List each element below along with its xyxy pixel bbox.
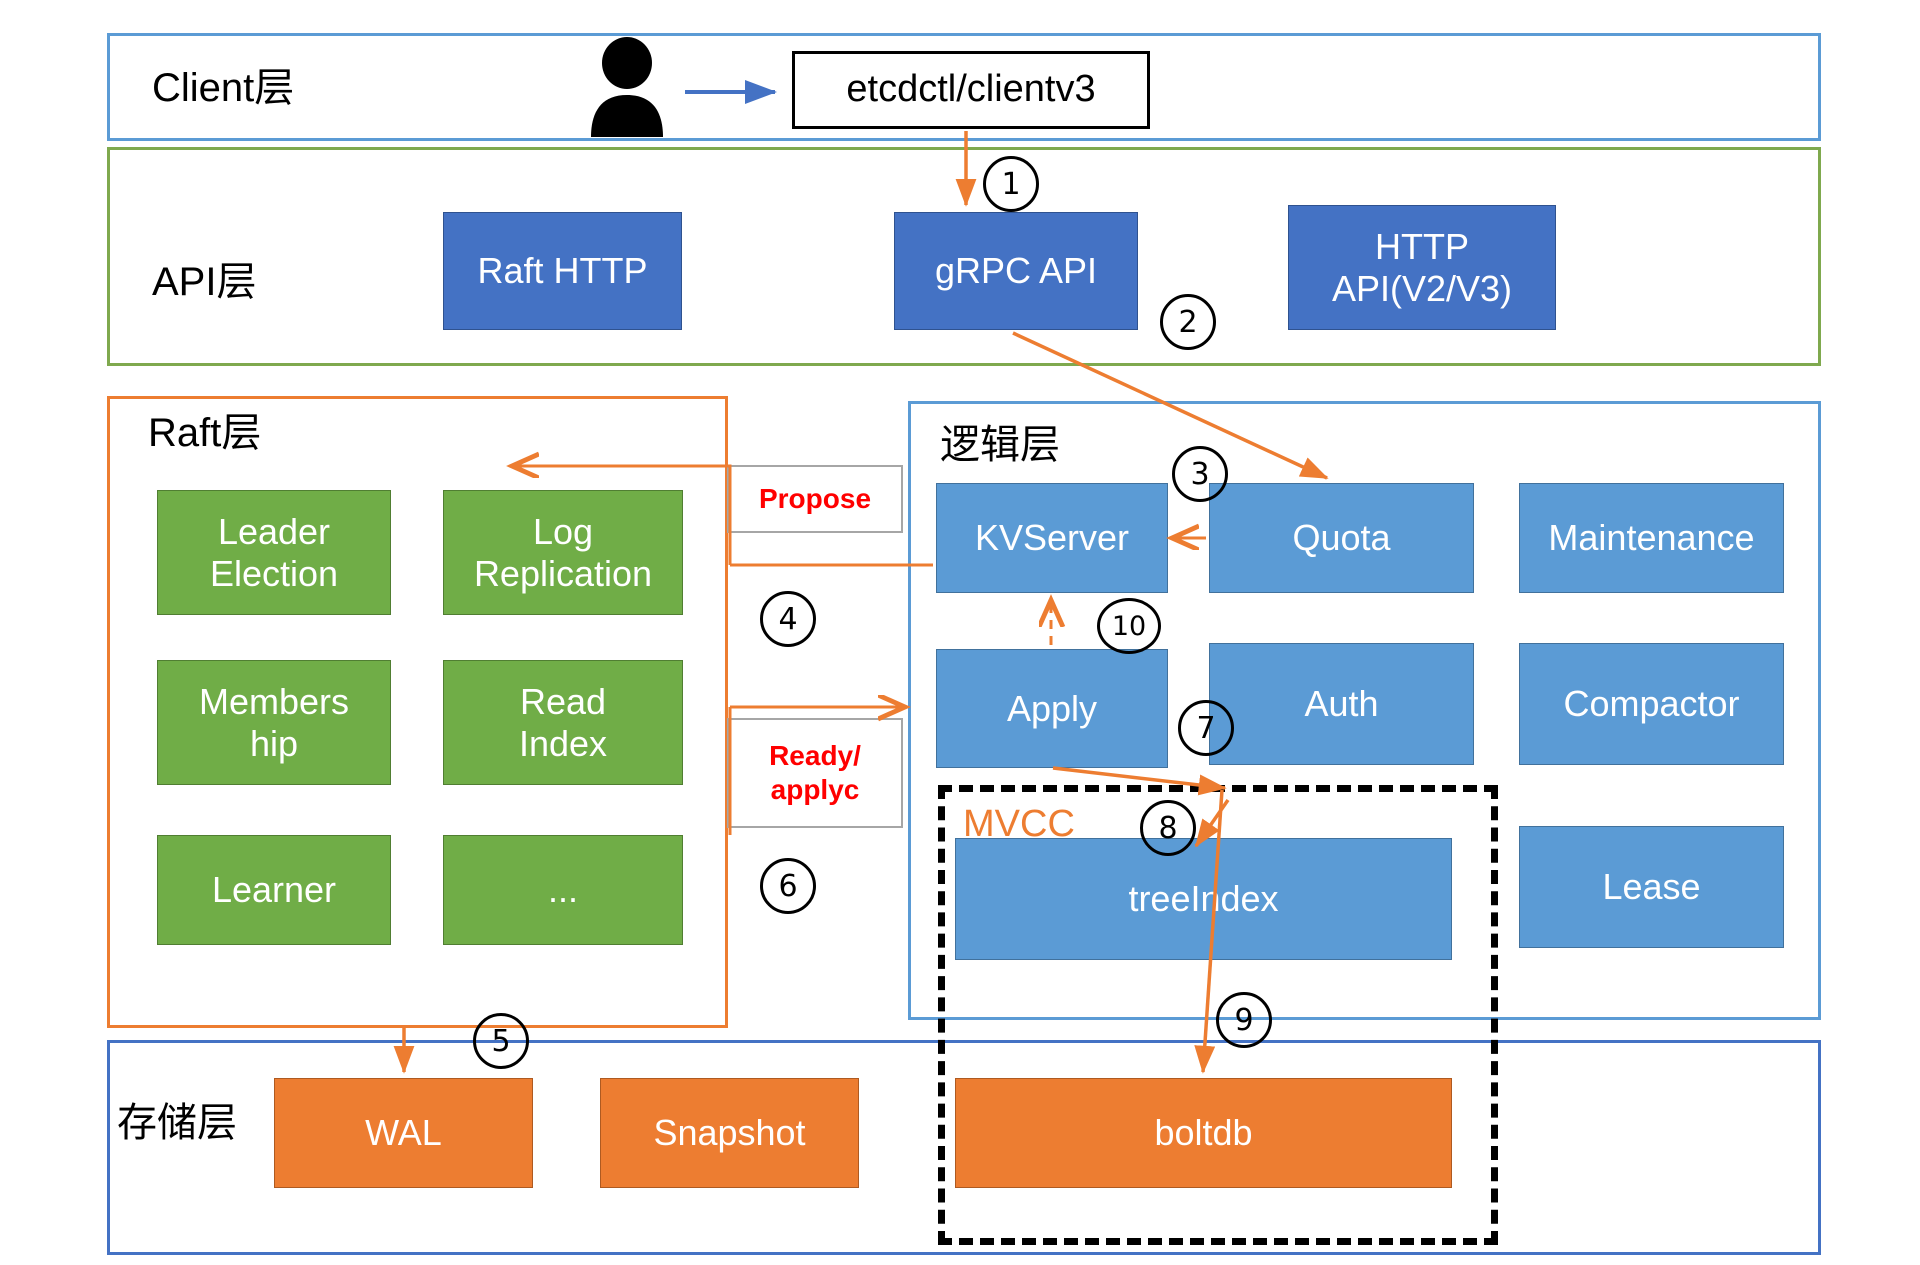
storage-node-snapshot-label: Snapshot (653, 1112, 806, 1154)
logic-node-compactor-label: Compactor (1563, 683, 1740, 725)
propose-callout-label: Propose (758, 483, 872, 515)
storage-node-snapshot[interactable]: Snapshot (600, 1078, 859, 1188)
raft-node-membership[interactable]: Members hip (157, 660, 391, 785)
step-marker-10: 10 (1097, 598, 1161, 654)
api-node-http-api[interactable]: HTTP API(V2/V3) (1288, 205, 1556, 330)
raft-node-membership-label: Members hip (198, 681, 350, 764)
client-layer-title: Client层 (152, 66, 295, 110)
etcdctl-clientv3-box[interactable]: etcdctl/clientv3 (792, 51, 1150, 129)
api-node-grpc-api-label: gRPC API (934, 250, 1098, 292)
api-node-grpc-api[interactable]: gRPC API (894, 212, 1138, 330)
logic-node-quota-label: Quota (1292, 517, 1391, 559)
step-marker-9: 9 (1216, 992, 1272, 1048)
step-marker-2: 2 (1160, 294, 1216, 350)
step-marker-10-label: 10 (1111, 610, 1147, 642)
logic-node-apply-label: Apply (1006, 687, 1098, 729)
ready-applyc-callout-label: Ready/ applyc (769, 740, 861, 805)
step-marker-3-label: 3 (1190, 456, 1210, 492)
logic-node-kvserver-label: KVServer (974, 517, 1130, 559)
raft-layer-frame (107, 396, 728, 1028)
raft-node-more[interactable]: ... (443, 835, 683, 945)
mvcc-node-treeindex[interactable]: treeIndex (955, 838, 1452, 960)
person-icon (577, 37, 677, 137)
raft-node-learner[interactable]: Learner (157, 835, 391, 945)
logic-node-auth[interactable]: Auth (1209, 643, 1474, 765)
api-node-raft-http-label: Raft HTTP (477, 250, 648, 292)
step-marker-8-label: 8 (1158, 810, 1178, 846)
step-marker-7: 7 (1178, 700, 1234, 756)
logic-node-compactor[interactable]: Compactor (1519, 643, 1784, 765)
logic-layer-title: 逻辑层 (940, 423, 1060, 467)
api-node-http-api-label: HTTP API(V2/V3) (1331, 226, 1513, 309)
logic-node-apply[interactable]: Apply (936, 649, 1168, 768)
raft-node-more-label: ... (547, 869, 578, 911)
step-marker-8: 8 (1140, 800, 1196, 856)
storage-node-boltdb-label: boltdb (1154, 1112, 1253, 1154)
logic-node-auth-label: Auth (1304, 683, 1379, 725)
api-layer-frame (107, 147, 1821, 366)
logic-node-lease-label: Lease (1602, 866, 1701, 908)
raft-node-read-index[interactable]: Read Index (443, 660, 683, 785)
mvcc-node-treeindex-label: treeIndex (1128, 878, 1279, 920)
ready-applyc-callout: Ready/ applyc (727, 718, 903, 828)
step-marker-5-label: 5 (491, 1023, 511, 1059)
raft-node-learner-label: Learner (211, 869, 337, 911)
logic-node-maintenance[interactable]: Maintenance (1519, 483, 1784, 593)
storage-node-boltdb[interactable]: boltdb (955, 1078, 1452, 1188)
raft-layer-title: Raft层 (148, 411, 262, 455)
step-marker-5: 5 (473, 1013, 529, 1069)
step-marker-4: 4 (760, 591, 816, 647)
step-marker-1-label: 1 (1001, 166, 1021, 202)
storage-layer-title: 存储层 (117, 1101, 237, 1145)
api-node-raft-http[interactable]: Raft HTTP (443, 212, 682, 330)
raft-node-read-index-label: Read Index (518, 681, 608, 764)
storage-node-wal[interactable]: WAL (274, 1078, 533, 1188)
logic-node-quota[interactable]: Quota (1209, 483, 1474, 593)
raft-node-leader-election[interactable]: Leader Election (157, 490, 391, 615)
raft-node-log-replication[interactable]: Log Replication (443, 490, 683, 615)
step-marker-6-label: 6 (778, 868, 798, 904)
step-marker-1: 1 (983, 156, 1039, 212)
logic-node-maintenance-label: Maintenance (1548, 517, 1755, 559)
propose-callout: Propose (727, 465, 903, 533)
storage-node-wal-label: WAL (365, 1112, 442, 1154)
step-marker-7-label: 7 (1196, 710, 1216, 746)
etcdctl-clientv3-label: etcdctl/clientv3 (846, 68, 1096, 111)
logic-node-kvserver[interactable]: KVServer (936, 483, 1168, 593)
step-marker-2-label: 2 (1178, 304, 1198, 340)
storage-layer-frame (107, 1040, 1821, 1255)
step-marker-4-label: 4 (778, 601, 798, 637)
step-marker-9-label: 9 (1234, 1002, 1254, 1038)
api-layer-title: API层 (152, 260, 257, 304)
mvcc-label: MVCC (963, 803, 1075, 845)
raft-node-leader-election-label: Leader Election (209, 511, 339, 594)
raft-node-log-replication-label: Log Replication (473, 511, 653, 594)
step-marker-3: 3 (1172, 446, 1228, 502)
step-marker-6: 6 (760, 858, 816, 914)
client-layer-frame (107, 33, 1821, 141)
logic-node-lease[interactable]: Lease (1519, 826, 1784, 948)
